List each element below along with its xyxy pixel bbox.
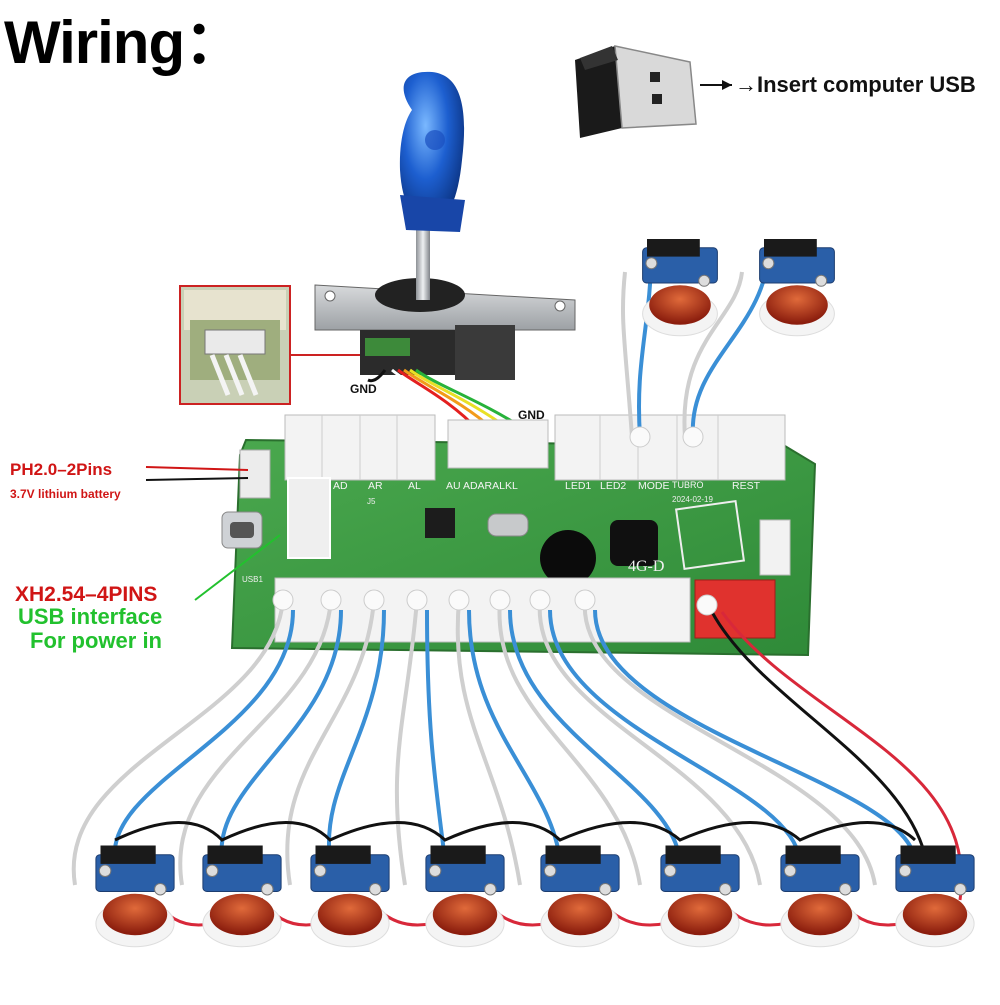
wire-white (537, 599, 762, 886)
board-date: 2024-02-19 (672, 495, 713, 504)
usb-insert-label: →Insert computer USB (735, 72, 976, 97)
arcade-button-5 (540, 845, 620, 948)
connector-dot-power (696, 594, 718, 616)
connector-dot (529, 589, 551, 611)
wire-blue (467, 609, 562, 861)
chip (425, 508, 455, 538)
connector-dot (272, 589, 294, 611)
silk-adaralkl: ADARALKL (462, 480, 518, 492)
usb-dongle (575, 45, 697, 138)
wire-white (582, 599, 877, 886)
connector-dot (682, 426, 704, 448)
wire-blue (112, 609, 295, 861)
bottom-buttons (95, 589, 975, 948)
arcade-button-7 (780, 845, 860, 948)
bottom-connectors (274, 577, 776, 643)
arcade-button-6 (660, 845, 740, 948)
silk-al: AL (408, 480, 421, 492)
wire-blue (508, 609, 682, 861)
arcade-button-4 (425, 845, 505, 948)
connector-label: J5 (367, 497, 376, 506)
joystick (314, 71, 576, 380)
power-in-label: For power in (30, 628, 162, 653)
wire-blue (425, 609, 447, 861)
connector-dot (448, 589, 470, 611)
silk-mode: MODE (638, 480, 670, 492)
silk-au-text: AU (446, 480, 461, 492)
battery-connector (239, 449, 271, 499)
wire-white (178, 599, 333, 886)
arcade-button-top-2 (759, 239, 835, 337)
battery-label: 3.7V lithium battery (10, 487, 121, 501)
wire-white (285, 599, 376, 886)
label-leaders (145, 466, 281, 601)
wire-white (455, 599, 522, 886)
silk-tubro: TUBRO (672, 480, 704, 490)
wire-black (710, 611, 927, 856)
board-model: 4G-D (628, 558, 665, 575)
silk-rest: REST (732, 480, 761, 492)
wire-blue (326, 609, 386, 861)
connector-dot (406, 589, 428, 611)
arcade-button-top-1 (642, 239, 718, 337)
connector-dot (320, 589, 342, 611)
silk-au: AU ADARALKL (446, 480, 518, 492)
connector-dot (629, 426, 651, 448)
top-right-buttons (620, 239, 835, 448)
arcade-button-3 (310, 845, 390, 948)
wire-white (497, 599, 642, 886)
ph-pins-label: PH2.0–2Pins (10, 460, 113, 479)
page-title: Wiring： (4, 9, 244, 76)
connector-dot (574, 589, 596, 611)
top-wire-white (620, 271, 634, 438)
arcade-button-2 (202, 845, 282, 948)
gnd-label-harness: GND (518, 408, 545, 422)
gnd-label-joystick: GND (350, 382, 377, 396)
silk-ad: AD (333, 480, 348, 492)
wire-red (720, 611, 964, 901)
wire-white (71, 599, 285, 886)
arcade-button-8 (895, 845, 975, 948)
usb-interface-label: USB interface (18, 604, 163, 629)
silk-ar: AR (368, 480, 383, 492)
silk-led1: LED1 (565, 480, 592, 492)
connector-dot (363, 589, 385, 611)
wire-blue (219, 609, 343, 861)
wire-black-chain (114, 821, 917, 842)
connector-dot (489, 589, 511, 611)
xh-pins-label: XH2.54–4PINS (15, 583, 158, 606)
arcade-button-1 (95, 845, 175, 948)
buzzer (540, 530, 596, 586)
silk-led2: LED2 (600, 480, 627, 492)
top-wire-white (682, 271, 744, 438)
usb-port-label: USB1 (242, 575, 263, 584)
inset-photo (179, 285, 291, 405)
xh-connector (287, 477, 331, 559)
top-connectors (284, 414, 786, 481)
wire-white (394, 599, 419, 886)
